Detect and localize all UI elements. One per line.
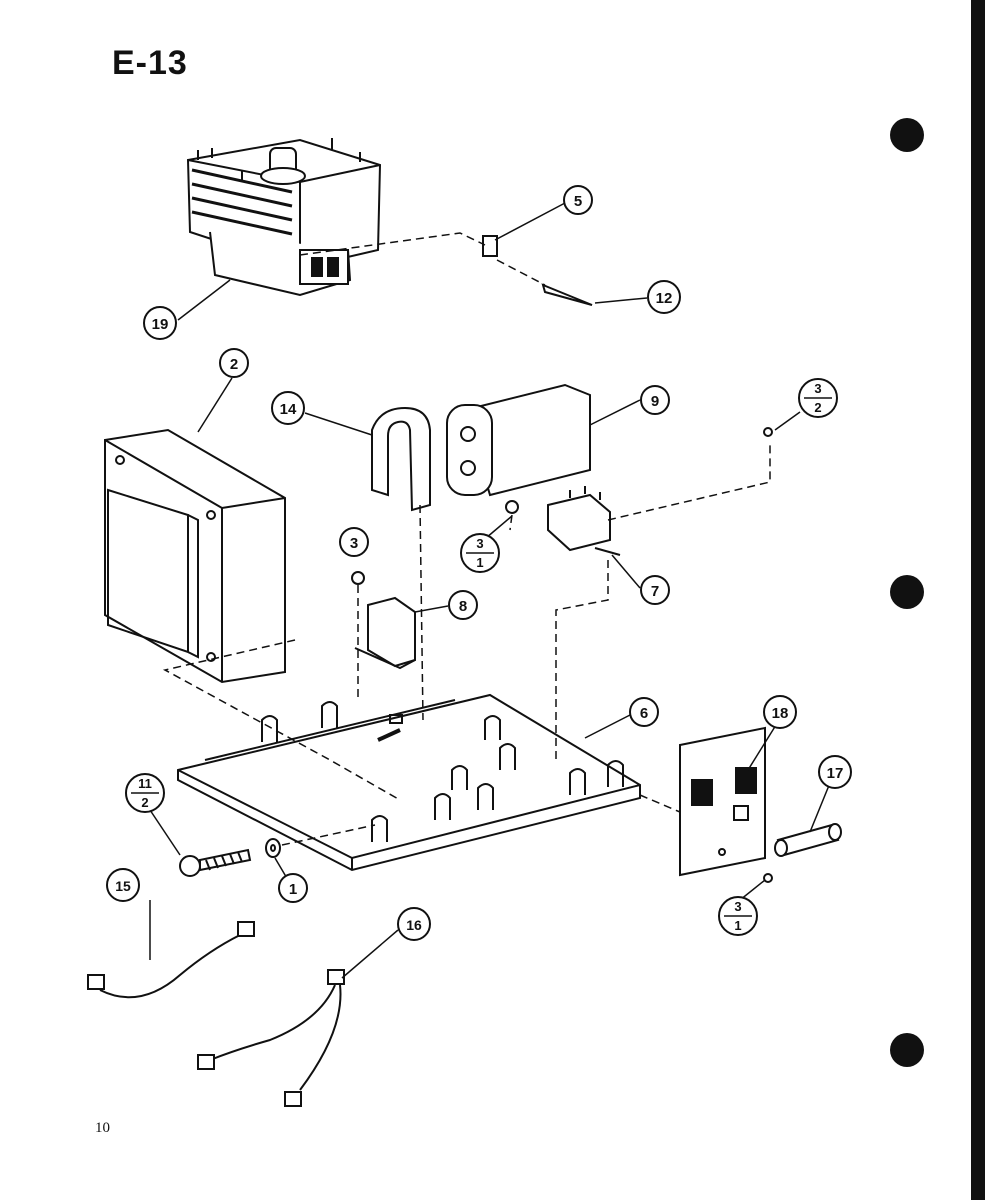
svg-text:11: 11	[138, 776, 152, 791]
page-title: E-13	[112, 44, 188, 82]
capacitor-bracket-part	[371, 406, 431, 512]
svg-text:3: 3	[350, 535, 358, 552]
svg-text:19: 19	[152, 316, 169, 333]
fraction-callout-3-over-1-lower: 3 1	[718, 896, 758, 936]
high-voltage-capacitor-part	[446, 383, 591, 497]
svg-text:12: 12	[656, 290, 673, 307]
relay-part	[547, 486, 621, 556]
callout-9: 9	[640, 385, 670, 415]
callout-8: 8	[448, 590, 478, 620]
callout-14: 14	[271, 391, 305, 425]
binder-hole-middle	[890, 575, 924, 609]
binder-hole-bottom	[890, 1033, 924, 1067]
diode-part	[482, 235, 593, 306]
callout-16: 16	[397, 907, 431, 941]
transformer-part	[104, 428, 286, 684]
fraction-callout-11-over-2: 11 2	[125, 773, 165, 813]
svg-text:1: 1	[734, 918, 741, 933]
svg-text:1: 1	[476, 555, 483, 570]
callout-12: 12	[647, 280, 681, 314]
svg-text:3: 3	[734, 899, 741, 914]
fraction-callout-3-over-2: 3 2	[798, 378, 838, 418]
fuse-holder-board-part	[679, 726, 766, 877]
svg-text:17: 17	[827, 765, 844, 782]
svg-text:8: 8	[459, 598, 467, 615]
callout-2: 2	[219, 348, 249, 378]
callout-15: 15	[106, 868, 140, 902]
callout-5: 5	[563, 185, 593, 215]
svg-text:7: 7	[651, 583, 659, 600]
callout-18: 18	[763, 695, 797, 729]
svg-text:6: 6	[640, 705, 648, 722]
callout-1: 1	[278, 873, 308, 903]
page-number: 10	[95, 1120, 110, 1136]
connector-block-part	[354, 596, 416, 670]
svg-text:14: 14	[280, 401, 297, 418]
leader-lines	[149, 202, 833, 979]
wire-harness-15-part	[87, 921, 255, 999]
svg-text:16: 16	[406, 917, 422, 933]
callout-6: 6	[629, 697, 659, 727]
svg-text:2: 2	[814, 400, 821, 415]
svg-text:1: 1	[289, 881, 297, 898]
svg-text:3: 3	[476, 536, 483, 551]
callout-7: 7	[640, 575, 670, 605]
base-plate-part	[177, 693, 641, 872]
svg-text:5: 5	[574, 193, 582, 210]
callout-3: 3	[339, 527, 369, 557]
svg-text:15: 15	[115, 878, 131, 894]
long-screw-part	[179, 848, 252, 877]
svg-text:9: 9	[651, 393, 659, 410]
binder-hole-top	[890, 118, 924, 152]
callout-19: 19	[143, 306, 177, 340]
svg-text:2: 2	[230, 356, 238, 373]
magnetron-part	[186, 138, 382, 297]
wire-harness-16-part	[197, 969, 345, 1107]
svg-text:3: 3	[814, 381, 821, 396]
fraction-callout-3-over-1: 3 1	[460, 533, 500, 573]
svg-text:18: 18	[772, 705, 789, 722]
callout-17: 17	[818, 755, 852, 789]
page-edge-bar	[971, 0, 985, 1200]
screw-3-part	[351, 427, 773, 883]
assembly-guide-lines	[162, 232, 771, 846]
washer-part	[265, 838, 281, 858]
fuse-part	[774, 823, 842, 857]
svg-text:2: 2	[141, 795, 148, 810]
